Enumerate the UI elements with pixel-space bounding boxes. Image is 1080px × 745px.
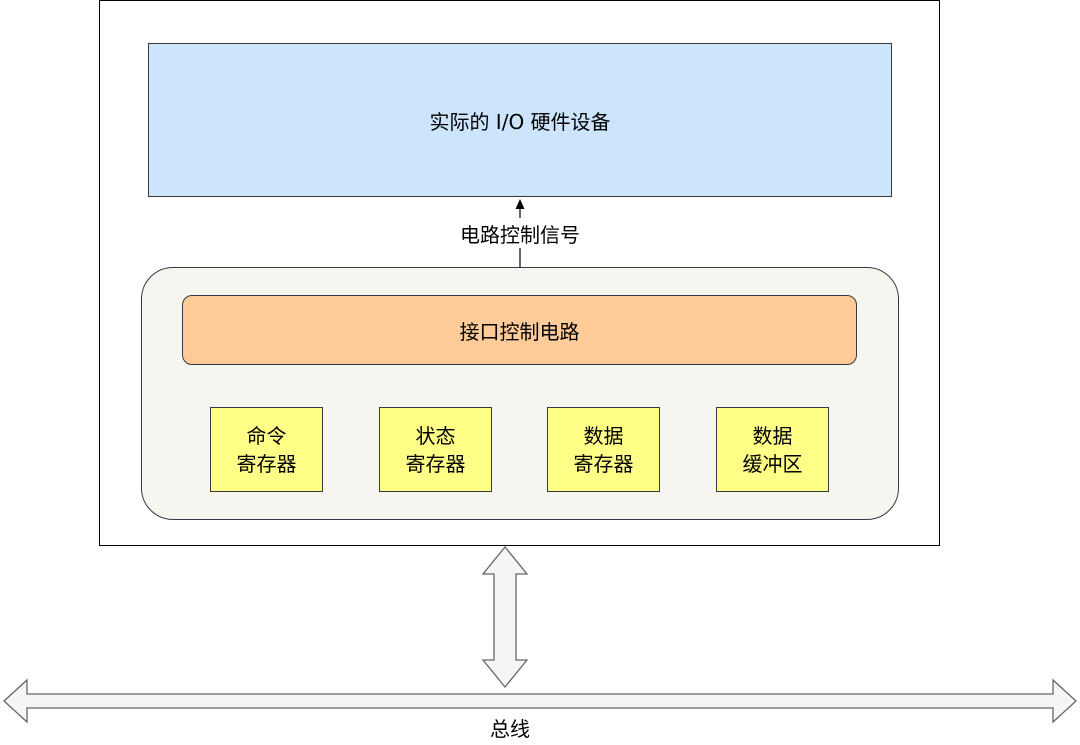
status-register-box: 状态 寄存器 [379, 407, 492, 492]
command-register-box: 命令 寄存器 [210, 407, 323, 492]
register-label-line2: 缓冲区 [742, 451, 803, 476]
register-label-line1: 数据 [583, 423, 624, 448]
bus-label: 总线 [490, 716, 530, 741]
interface-control-circuit-label: 接口控制电路 [459, 319, 580, 344]
vertical-double-arrow [481, 545, 529, 689]
io-hardware-device-box: 实际的 I/O 硬件设备 [148, 43, 892, 197]
register-label-line1: 命令 [246, 423, 287, 448]
register-label-line2: 寄存器 [236, 451, 297, 476]
data-buffer-box: 数据 缓冲区 [716, 407, 829, 492]
register-label-line2: 寄存器 [405, 451, 466, 476]
io-hardware-device-label: 实际的 I/O 硬件设备 [429, 109, 611, 134]
control-signal-label: 电路控制信号 [420, 218, 620, 248]
data-register-box: 数据 寄存器 [547, 407, 660, 492]
interface-control-circuit-box: 接口控制电路 [182, 295, 857, 365]
register-label-line2: 寄存器 [573, 451, 634, 476]
register-label-line1: 状态 [415, 423, 456, 448]
register-label-line1: 数据 [752, 423, 793, 448]
